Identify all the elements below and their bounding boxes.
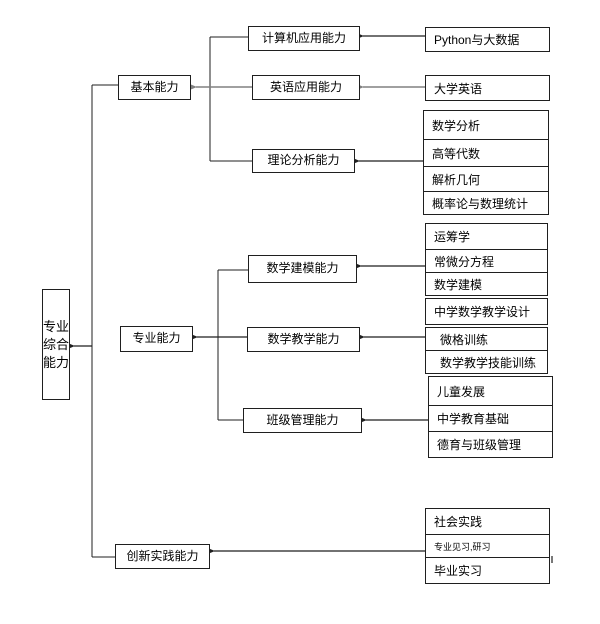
course-label: 常微分方程	[434, 254, 495, 269]
course-item: 大学英语	[426, 76, 549, 100]
course-item: Python与大数据	[426, 28, 549, 51]
course-item: 概率论与数理统计	[424, 191, 548, 214]
node-modeling-ability: 数学建模能力	[248, 255, 357, 283]
course-label: 解析几何	[432, 172, 481, 187]
node-root: 专业综合能力	[42, 289, 70, 400]
course-label: Python与大数据	[434, 33, 520, 47]
bracket-professional	[217, 269, 248, 421]
course-item: 社会实践	[426, 509, 549, 534]
course-stack-computer: Python与大数据	[425, 27, 550, 52]
course-item: 运筹学	[426, 224, 547, 249]
node-innovation-ability: 创新实践能力	[115, 544, 210, 569]
course-item: 德育与班级管理	[429, 431, 552, 457]
trunk-line	[91, 84, 118, 558]
node-classmgmt-ability: 班级管理能力	[243, 408, 362, 433]
course-item: 数学建模	[426, 272, 547, 295]
bracket-basic	[209, 36, 252, 162]
course-label: 毕业实习	[434, 564, 483, 578]
course-item: 中学教育基础	[429, 405, 552, 431]
course-label: 概率论与数理统计	[432, 196, 529, 211]
course-item: 数学教学技能训练	[426, 350, 547, 373]
course-label: 儿童发展	[437, 384, 486, 399]
node-classmgmt-ability-label: 班级管理能力	[266, 412, 339, 427]
course-label: 大学英语	[434, 81, 483, 96]
course-item: 微格训练	[426, 328, 547, 350]
course-item: 中学数学教学设计	[426, 299, 547, 324]
node-basic-ability: 基本能力	[118, 75, 191, 100]
node-computer-ability-label: 计算机应用能力	[261, 30, 346, 45]
node-basic-ability-label: 基本能力	[130, 79, 179, 94]
node-theory-ability-label: 理论分析能力	[267, 153, 340, 168]
node-english-ability: 英语应用能力	[252, 75, 360, 100]
course-label: 运筹学	[434, 230, 471, 244]
course-item: 儿童发展	[429, 377, 552, 405]
course-stack-modeling: 运筹学 常微分方程 数学建模	[425, 223, 548, 296]
course-item: 解析几何	[424, 166, 548, 191]
node-teaching-ability-label: 数学教学能力	[267, 331, 340, 346]
course-label: 中学数学教学设计	[434, 305, 531, 319]
course-stack-teaching-top: 中学数学教学设计	[425, 298, 548, 325]
course-item: 常微分方程	[426, 249, 547, 272]
node-modeling-ability-label: 数学建模能力	[266, 261, 339, 276]
course-label: 社会实践	[434, 515, 483, 529]
course-stack-classmgmt: 儿童发展 中学教育基础 德育与班级管理	[428, 376, 553, 458]
node-professional-ability-label: 专业能力	[132, 331, 181, 346]
node-innovation-ability-label: 创新实践能力	[126, 548, 199, 563]
course-stack-innovation: 社会实践 专业见习,研习 毕业实习	[425, 508, 550, 584]
course-stack-english: 大学英语	[425, 75, 550, 101]
node-computer-ability: 计算机应用能力	[248, 26, 360, 51]
node-root-label: 专业综合能力	[43, 318, 70, 370]
node-teaching-ability: 数学教学能力	[247, 327, 360, 352]
course-item: 数学分析	[424, 111, 548, 139]
course-label: 专业见习,研习	[434, 541, 491, 552]
course-label: 中学教育基础	[437, 412, 510, 426]
course-item: 毕业实习	[426, 557, 549, 583]
course-item: 高等代数	[424, 139, 548, 166]
node-theory-ability: 理论分析能力	[252, 149, 355, 173]
course-label: 数学教学技能训练	[440, 355, 537, 370]
course-stack-teaching-bottom: 微格训练 数学教学技能训练	[425, 327, 548, 374]
course-item: 专业见习,研习	[426, 534, 549, 557]
course-label: 微格训练	[440, 332, 489, 347]
course-label: 数学建模	[434, 277, 483, 292]
course-label: 数学分析	[432, 118, 481, 133]
node-english-ability-label: 英语应用能力	[269, 79, 342, 94]
course-label: 德育与班级管理	[437, 438, 522, 452]
course-label: 高等代数	[432, 146, 481, 161]
node-professional-ability: 专业能力	[120, 326, 193, 352]
course-stack-theory: 数学分析 高等代数 解析几何 概率论与数理统计	[423, 110, 549, 215]
